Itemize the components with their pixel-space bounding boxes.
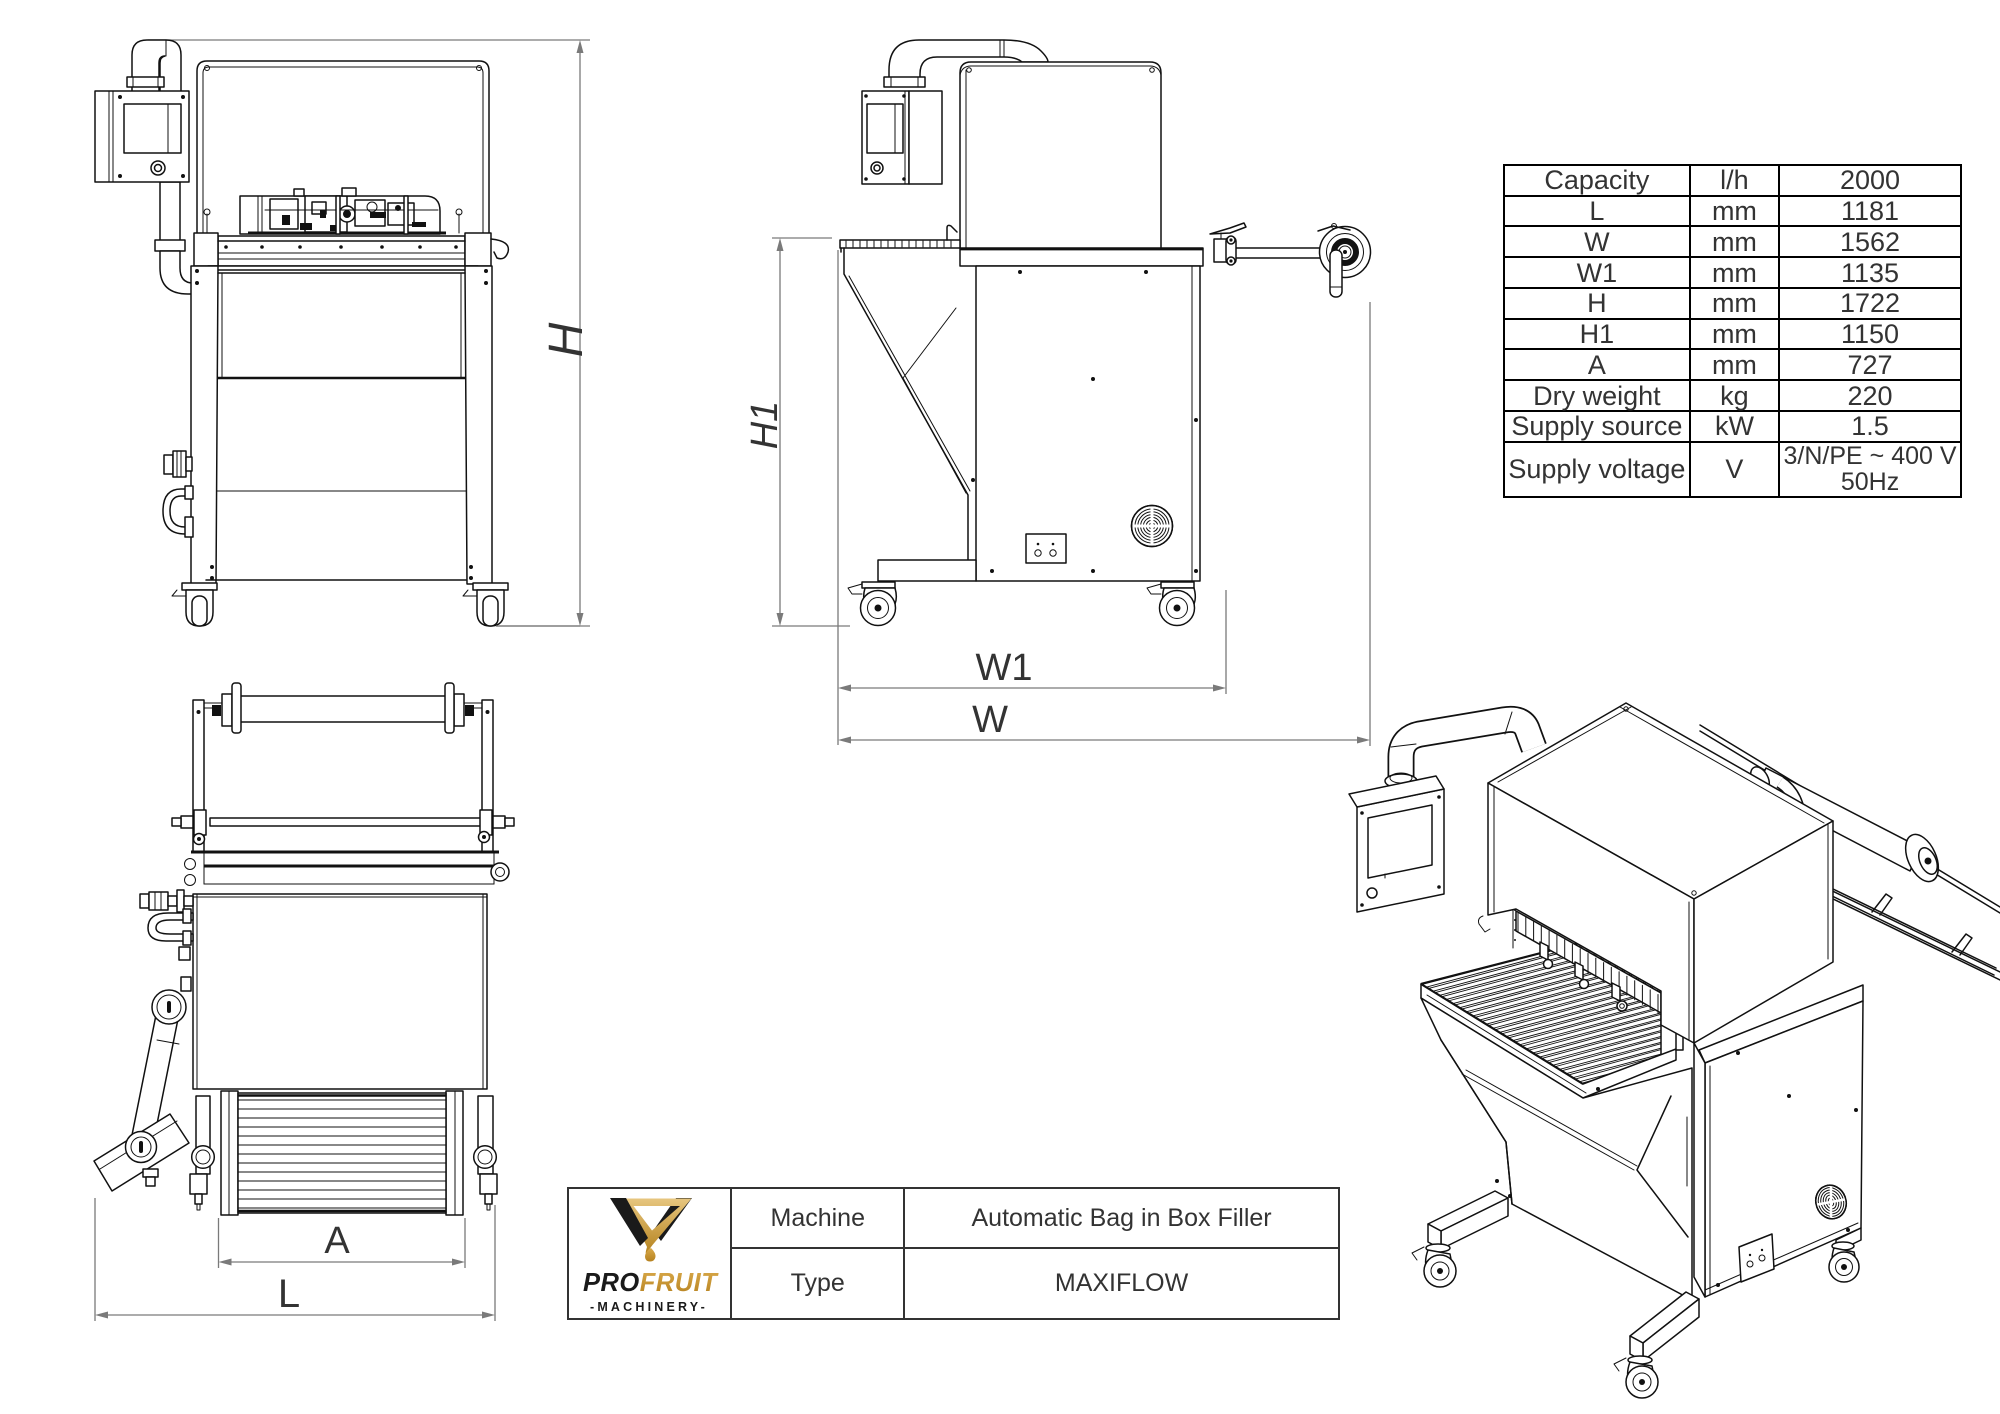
- svg-text:W: W: [972, 699, 1008, 741]
- svg-text:H: H: [540, 322, 593, 357]
- svg-text:L: L: [278, 1272, 300, 1316]
- svg-text:H1: H1: [744, 401, 786, 450]
- svg-text:W1: W1: [976, 647, 1033, 689]
- svg-text:A: A: [324, 1220, 350, 1262]
